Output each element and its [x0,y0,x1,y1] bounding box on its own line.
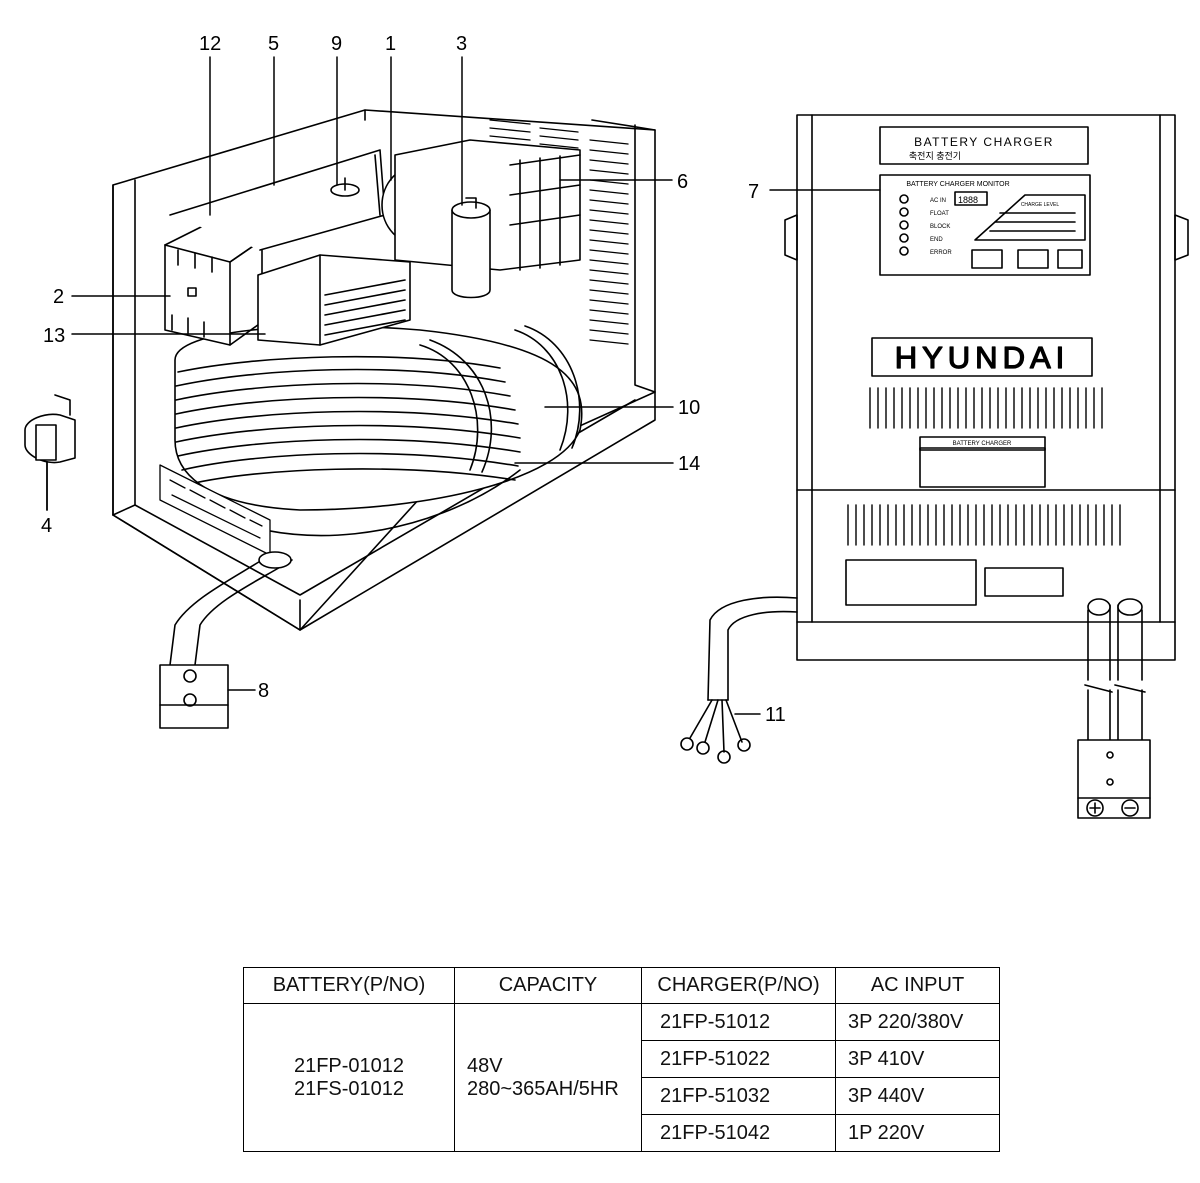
ac-input: 3P 410V [835,1040,1000,1078]
ac-breaker [24,394,76,511]
table-row: 21FP-51032 3P 440V [244,1077,1000,1115]
ac-input: 3P 440V [835,1077,1000,1115]
callout-14: 14 [678,453,700,475]
charger-pn: 21FP-51022 [641,1040,836,1078]
negative-terminal-icon [1121,799,1139,817]
callout-6: 6 [677,171,688,193]
battery-pn-2: 21FS-01012 [293,1077,405,1100]
title-plate-korean: 축전지 충전기 [909,151,961,161]
header-capacity: CAPACITY [454,967,642,1004]
title-plate-text: BATTERY CHARGER [914,135,1054,149]
rectifier-stack [394,139,581,271]
transformer [174,325,583,537]
battery-pn-cell: 21FP-01012 21FS-01012 [243,1003,455,1152]
indicator-block: BLOCK [930,224,950,230]
header-battery: BATTERY(P/NO) [243,967,455,1004]
capacity-ah: 280~365AH/5HR [467,1077,619,1100]
ac-input-cable [680,596,798,764]
callout-3: 3 [456,33,467,55]
rear-vents [489,119,629,345]
battery-pn-1: 21FP-01012 [293,1054,405,1077]
charger-pn: 21FP-51032 [641,1077,836,1115]
callout-9: 9 [331,33,342,55]
table-row: 21FP-01012 21FS-01012 48V 280~365AH/5HR … [243,1003,1000,1152]
callout-8: 8 [258,680,269,702]
callout-labels: 12 5 9 1 3 6 7 2 13 10 14 4 8 11 [41,33,786,726]
header-ac-input: AC INPUT [835,967,1000,1004]
callout-7: 7 [748,181,759,203]
callout-1: 1 [385,33,396,55]
charge-level-label: CHARGE LEVEL [1021,202,1060,208]
indicator-end: END [930,237,943,243]
header-charger: CHARGER(P/NO) [641,967,836,1004]
brand-logo: HYUNDAI [895,340,1070,375]
charger-pn: 21FP-51012 [641,1003,836,1041]
exploded-diagram: 12 5 9 1 3 6 7 2 13 10 14 4 8 11 BATTERY… [24,33,1189,819]
monitor-title: BATTERY CHARGER MONITOR [906,181,1009,188]
leader-lines [46,56,881,715]
dc-output-cable-front [1077,598,1151,819]
table-header-row: BATTERY(P/NO) CAPACITY CHARGER(P/NO) AC … [243,967,1000,1004]
front-vents-lower [847,504,1121,546]
terminal-block [159,464,271,556]
callout-13: 13 [43,325,65,347]
ac-input: 1P 220V [835,1114,1000,1152]
charger-front-view [784,114,1189,661]
monitor-display: 1888 [958,195,978,205]
specification-table: BATTERY(P/NO) CAPACITY CHARGER(P/NO) AC … [243,967,1000,1152]
indicator-ac-in: AC IN [930,198,946,204]
callout-4: 4 [41,515,52,537]
callout-2: 2 [53,286,64,308]
control-board [169,149,386,251]
ac-input: 3P 220/380V [835,1003,1000,1041]
callout-10: 10 [678,397,700,419]
indicator-float: FLOAT [930,211,949,217]
positive-terminal-icon [1086,799,1104,817]
capacity-voltage: 48V [467,1054,503,1077]
capacity-cell: 48V 280~365AH/5HR [454,1003,642,1152]
front-vents-upper [869,387,1103,429]
callout-11: 11 [765,704,786,726]
callout-5: 5 [268,33,279,55]
indicator-error: ERROR [930,250,952,256]
dc-output-cable [159,551,293,729]
capacitor [451,197,491,299]
table-row: 21FP-51042 1P 220V [244,1114,1000,1152]
callout-12: 12 [199,33,221,55]
nameplate-title: BATTERY CHARGER [953,441,1012,447]
heatsink-box [257,254,411,346]
charger-pn: 21FP-51042 [641,1114,836,1152]
